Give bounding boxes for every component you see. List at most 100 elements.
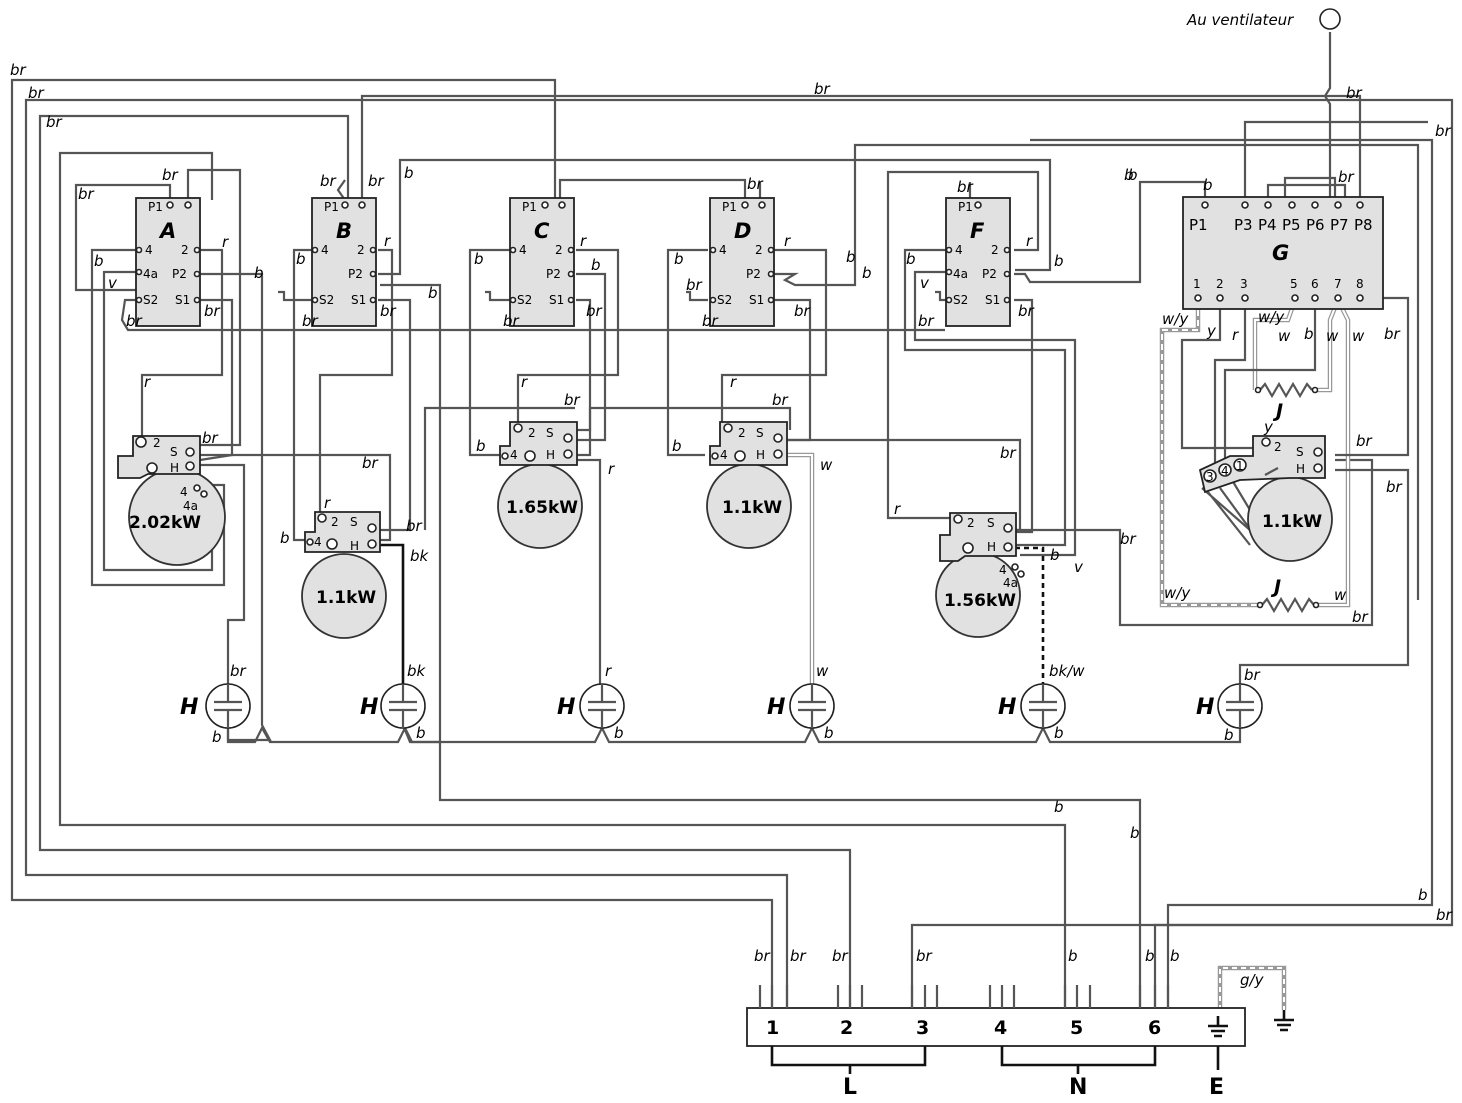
terminal-label: H [987, 540, 996, 554]
terminal-label: 3 [1240, 277, 1248, 291]
terminal-label: 2 [555, 243, 563, 257]
terminal-label: 4 [180, 485, 188, 499]
wire-label: br [1244, 666, 1261, 684]
wire-label: g/y [1240, 971, 1265, 989]
indicator-c: H [557, 683, 625, 729]
wire-f-to-g [1015, 458, 1374, 627]
wire-label: b [280, 529, 290, 547]
terminal-label: S1 [749, 293, 764, 307]
group-label: N [1069, 1075, 1087, 1100]
fan-connection: Au ventilateur [1186, 8, 1341, 30]
terminal-label: S [1296, 445, 1304, 459]
terminal-label: 2 [357, 243, 365, 257]
wire-indicator-bus [226, 725, 1242, 744]
terminal-label: P3 [1234, 216, 1253, 234]
wire-label: v [920, 274, 930, 292]
wire-g-2 [1180, 300, 1265, 450]
wire-label: br [586, 302, 603, 320]
wire-s2-bus [120, 298, 945, 332]
wire-label: br [78, 185, 95, 203]
terminal-label: P1 [324, 200, 339, 214]
wire-label: b [906, 250, 916, 268]
element-power: 2.02kW [129, 513, 201, 533]
wire-c-s2 [485, 290, 510, 302]
wire-g-5-core [1254, 299, 1296, 390]
switch-pins [135, 201, 1011, 304]
terminal-label: P1 [1189, 216, 1208, 234]
switch-title: A [158, 219, 176, 243]
terminal-label: 2 [755, 243, 763, 257]
switch-g: G P1 P3 P4 P5 P6 P7 P8 1 2 3 5 6 7 8 [1182, 196, 1384, 310]
wire-label: br [503, 312, 520, 330]
element-a: 2 S H 4 4a 2.02kW [117, 435, 226, 566]
wire-label: br [380, 302, 397, 320]
wire-label: r [605, 662, 612, 680]
terminal-label: 4a [953, 267, 968, 281]
wire-label: r [894, 500, 901, 518]
terminal-label: P7 [1330, 216, 1349, 234]
terminal-label: 7 [1334, 277, 1342, 291]
wire-label: br [28, 84, 45, 102]
terminal-label: 4 [955, 243, 963, 257]
resistor-label: J [1272, 400, 1283, 422]
terminal-label: 4a [1003, 576, 1018, 590]
terminal-number: 2 [840, 1017, 853, 1039]
wire-label: y [1206, 322, 1217, 340]
wire-g-p3 [1243, 120, 1428, 200]
wire-labels: br br br br br br br br b v br r b br r … [10, 61, 1453, 989]
wire-g-p4-p7 [1266, 183, 1347, 200]
indicator-b: H [360, 683, 426, 729]
terminal-label: S2 [143, 293, 158, 307]
terminal-label: 4 [145, 243, 153, 257]
element-d: 2 S 4 H 1.1kW [706, 421, 792, 549]
wire-d-4 [666, 248, 708, 457]
wire-f-4 [903, 248, 1067, 547]
wire-label: br [368, 172, 385, 190]
terminal-label: P2 [348, 267, 363, 281]
wire-a-3 [90, 248, 226, 587]
wire-g-elt-leads [1201, 479, 1266, 546]
terminal-label: S1 [351, 293, 366, 307]
wire-label: w [1334, 586, 1347, 604]
wire-label: b [614, 724, 624, 742]
wire-label: b [428, 284, 438, 302]
wire-label: br [1356, 432, 1373, 450]
terminal-label: 6 [1311, 277, 1319, 291]
wire-label: y [1263, 418, 1274, 436]
element-power: 1.1kW [316, 588, 376, 608]
terminal-label: S [756, 426, 764, 440]
wire-label: b [1418, 886, 1428, 904]
terminal-label: S2 [717, 293, 732, 307]
wire-label: w/y [1162, 310, 1189, 328]
terminal-label: 2 [528, 426, 536, 440]
terminal-label: 3 [1206, 470, 1214, 484]
wire-f-p2 [1014, 180, 1207, 284]
wire-label: br [1018, 302, 1035, 320]
wire-d-s2 [686, 290, 708, 302]
resistor-j-upper: J [1254, 381, 1319, 422]
wire-bus-b-drop [401, 724, 440, 744]
wire-label: b [1145, 947, 1155, 965]
terminal-label: 2 [967, 516, 975, 530]
wire-c-r [516, 248, 620, 425]
element-c: 2 S 4 H 1.65kW [497, 421, 583, 549]
terminal-label: 4 [720, 448, 728, 462]
resistor-label: J [1270, 576, 1281, 598]
wire-label: b [1224, 726, 1234, 744]
terminal-label: 2 [331, 515, 339, 529]
terminal-label: H [1296, 462, 1305, 476]
terminal-label: P1 [958, 200, 973, 214]
element-power: 1.1kW [722, 498, 782, 518]
wire-label: r [784, 232, 791, 250]
terminal-label: P2 [982, 267, 997, 281]
switch-c: C P1 4 S2 2 P2 S1 [509, 197, 575, 327]
wire-g-wy-core [1161, 300, 1262, 606]
wire-g-3 [1213, 300, 1247, 468]
wire-d-p2 [774, 143, 1420, 600]
wire-label: br [794, 302, 811, 320]
wire-a-2 [186, 168, 242, 447]
terminal-label: P1 [522, 200, 537, 214]
terminal-label: P8 [1354, 216, 1373, 234]
indicator-label: H [360, 695, 378, 720]
